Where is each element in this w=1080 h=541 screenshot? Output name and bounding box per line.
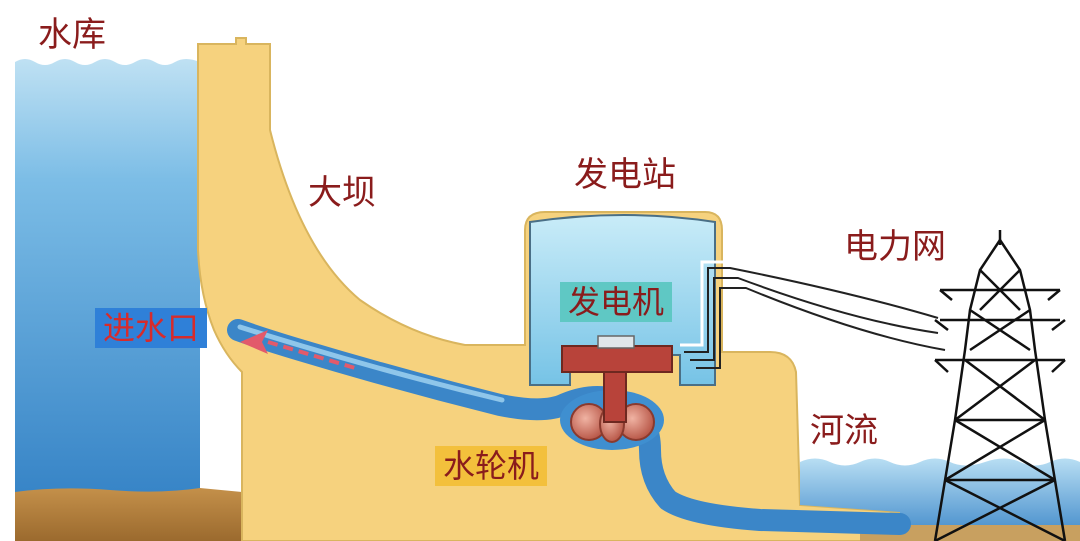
- cable-3: [696, 287, 946, 369]
- reservoir-label: 水库: [38, 15, 106, 55]
- grid-label: 电力网: [844, 227, 946, 267]
- turbine-shaft: [603, 371, 627, 423]
- power-station-label: 发电站: [574, 155, 676, 195]
- generator-label: 发电机: [560, 282, 673, 322]
- cable-1: [684, 267, 939, 353]
- river-label: 河流: [810, 411, 878, 451]
- reservoir-water: [15, 59, 200, 541]
- turbine-label: 水轮机: [435, 446, 548, 486]
- generator-rotor: [561, 345, 673, 373]
- intake-label: 进水口: [95, 308, 208, 348]
- transmission-tower: [933, 230, 1067, 541]
- river-bank: [860, 525, 1080, 541]
- intake-arrow: [240, 330, 268, 354]
- generator-cap: [597, 335, 635, 349]
- dam-label: 大坝: [308, 173, 376, 213]
- cable-2: [690, 277, 939, 361]
- cable-white: [680, 260, 730, 347]
- reservoir-ground: [15, 488, 242, 541]
